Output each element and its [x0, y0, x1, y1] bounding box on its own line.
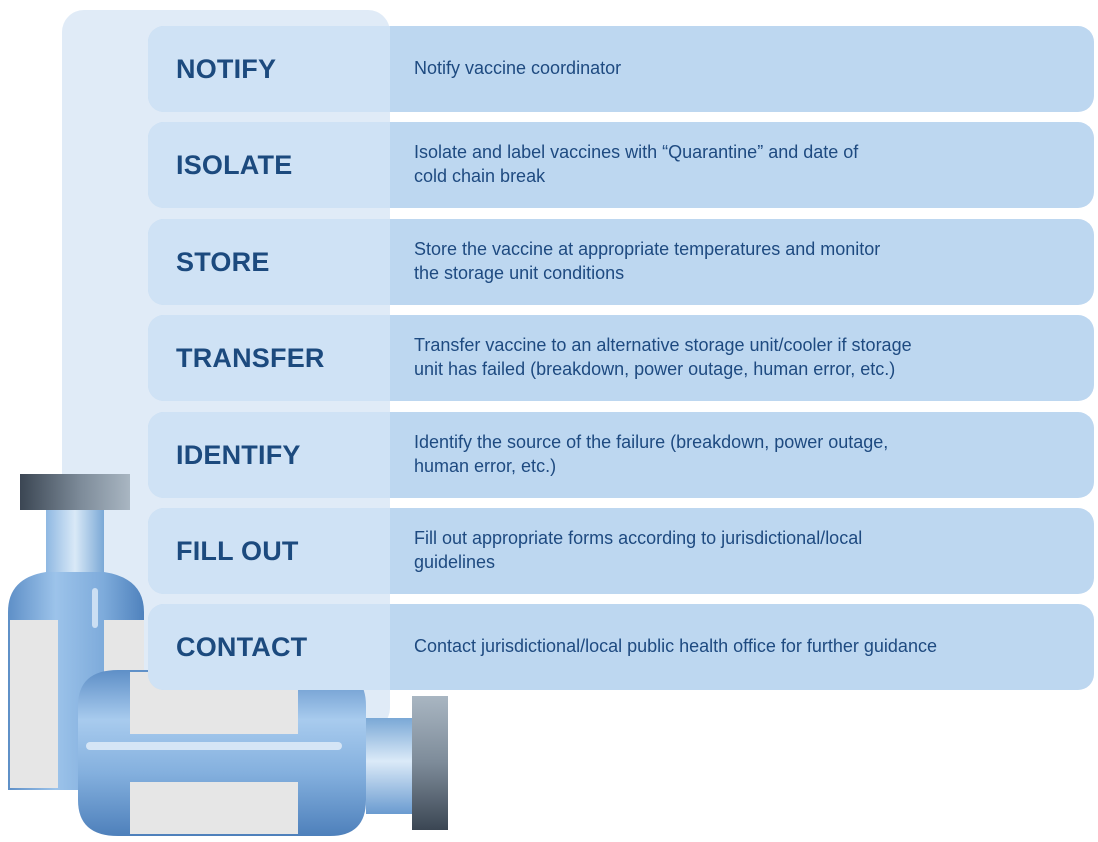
- step-label-cell: [148, 219, 390, 305]
- step-label: CONTACT: [176, 631, 308, 662]
- step-label: NOTIFY: [176, 53, 277, 84]
- step-label-cell: [148, 412, 390, 498]
- step-row-contact: CONTACT Contact jurisdictional/local pub…: [148, 604, 1094, 690]
- step-description: Isolate and label vaccines with “Quarant…: [414, 142, 859, 186]
- step-description: Notify vaccine coordinator: [414, 58, 622, 79]
- step-label-cell: [148, 122, 390, 208]
- step-description: Store the vaccine at appropriate tempera…: [414, 239, 881, 283]
- step-row-notify: NOTIFY Notify vaccine coordinator: [148, 26, 1094, 112]
- vaccine-vials-illustration: [8, 474, 448, 836]
- step-label: ISOLATE: [176, 149, 293, 180]
- step-label: FILL OUT: [176, 535, 299, 566]
- step-row-store: STORE Store the vaccine at appropriate t…: [148, 219, 1094, 305]
- step-description: Identify the source of the failure (brea…: [414, 432, 889, 476]
- step-label: STORE: [176, 246, 270, 277]
- step-description: Contact jurisdictional/local public heal…: [414, 636, 937, 657]
- step-label-cell: [148, 315, 390, 401]
- step-label-cell: [148, 508, 390, 594]
- step-label-cell: [148, 26, 390, 112]
- step-row-fill-out: FILL OUT Fill out appropriate forms acco…: [148, 508, 1094, 594]
- step-label-cell: [148, 604, 390, 690]
- step-description: Fill out appropriate forms according to …: [414, 528, 863, 572]
- step-label: IDENTIFY: [176, 439, 301, 470]
- vaccine-vial-upright-icon: [8, 474, 144, 790]
- step-row-transfer: TRANSFER Transfer vaccine to an alternat…: [148, 315, 1094, 401]
- step-description: Transfer vaccine to an alternative stora…: [414, 335, 912, 379]
- step-label: TRANSFER: [176, 342, 325, 373]
- step-row-identify: IDENTIFY Identify the source of the fail…: [148, 412, 1094, 498]
- step-row-isolate: ISOLATE Isolate and label vaccines with …: [148, 122, 1094, 208]
